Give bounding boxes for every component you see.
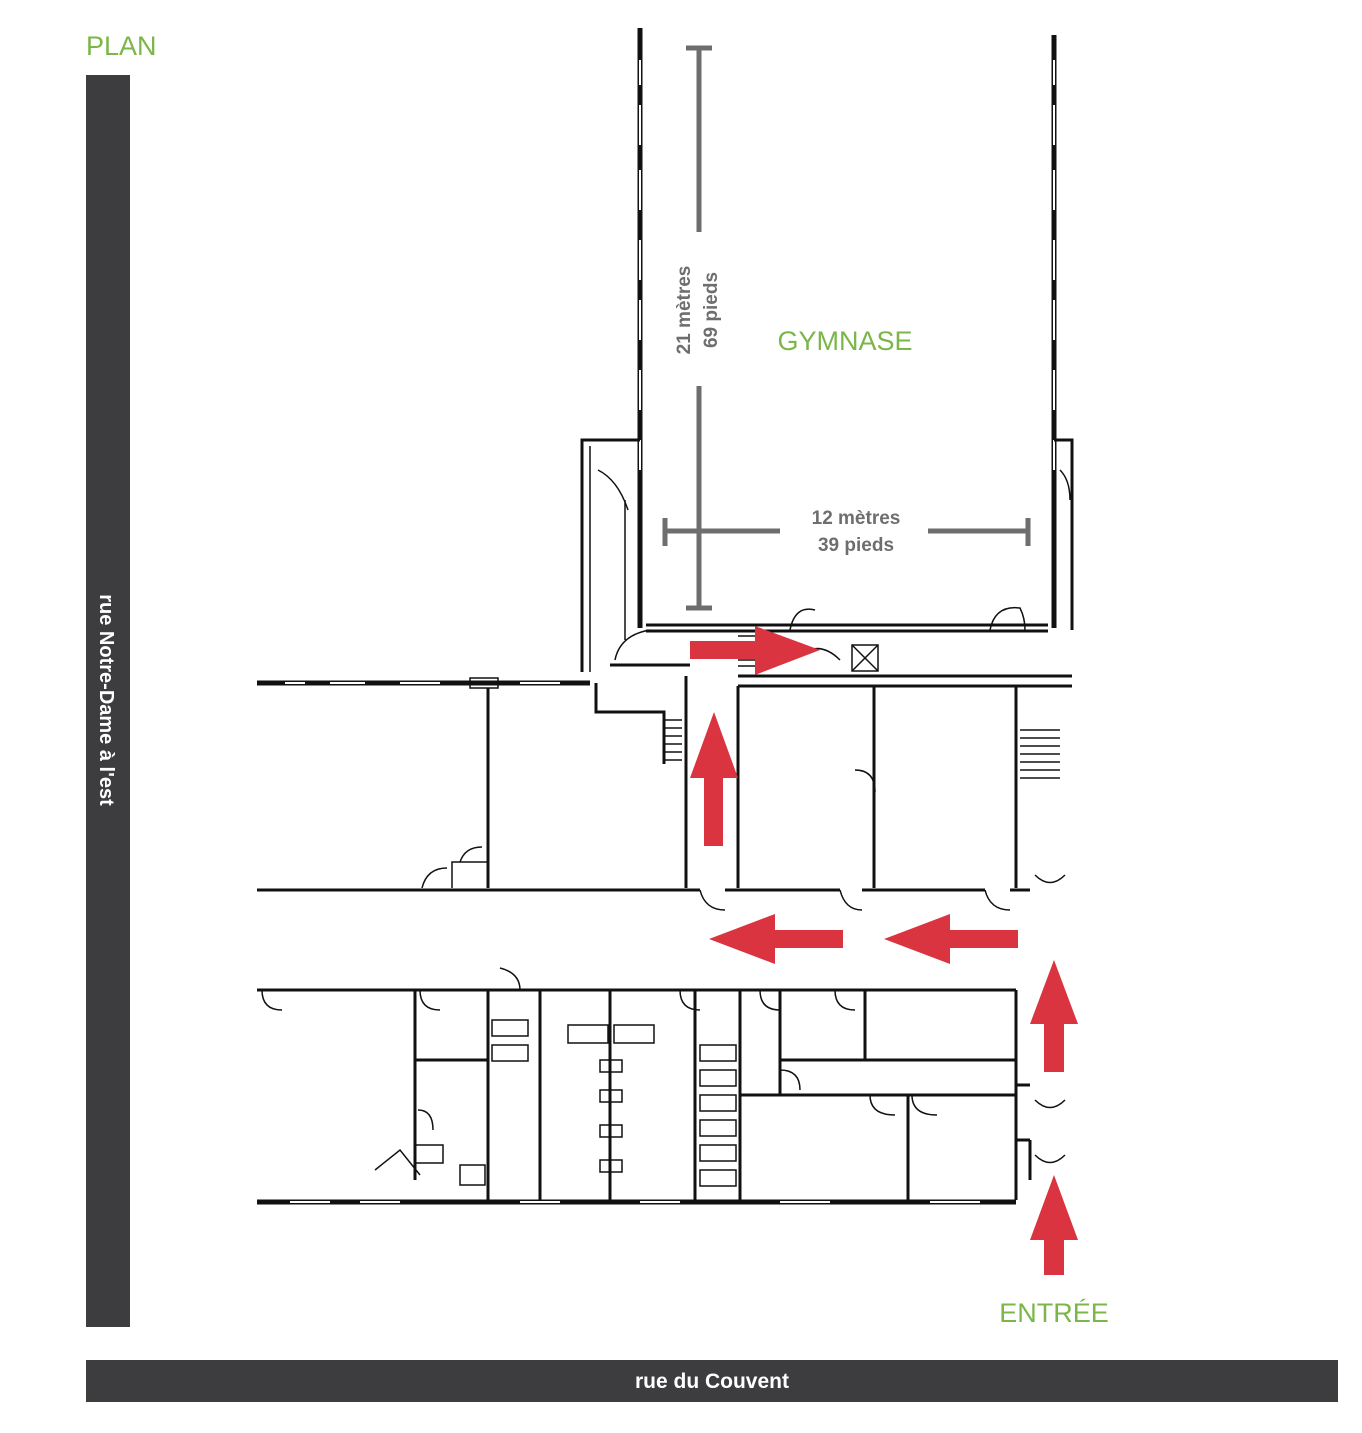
width-feet-label: 39 pieds: [818, 535, 894, 556]
dimension-length: [686, 45, 712, 611]
plan-title: PLAN: [86, 31, 157, 61]
arrow-right-icon: [690, 626, 820, 675]
dimension-width: [662, 518, 1031, 546]
length-feet-label: 69 pieds: [701, 272, 722, 348]
width-meters-label: 12 mètres: [812, 508, 901, 529]
arrow-up-icon: [690, 712, 738, 846]
street-bar-bottom: [86, 1360, 1338, 1402]
route-arrows: [690, 626, 1078, 1275]
length-meters-label: 21 mètres: [674, 266, 695, 355]
street-bar-left: [86, 75, 130, 1327]
arrow-left-icon: [709, 914, 843, 964]
arrow-up-icon: [1030, 960, 1078, 1072]
entrance-label: ENTRÉE: [999, 1298, 1109, 1328]
building-outline: [257, 28, 1074, 1205]
street-label-bottom: rue du Couvent: [635, 1370, 789, 1393]
gym-label: GYMNASE: [777, 326, 912, 356]
arrow-left-icon: [884, 914, 1018, 964]
street-label-left: rue Notre-Dame à l'est: [95, 594, 117, 806]
arrow-up-icon: [1030, 1175, 1078, 1275]
